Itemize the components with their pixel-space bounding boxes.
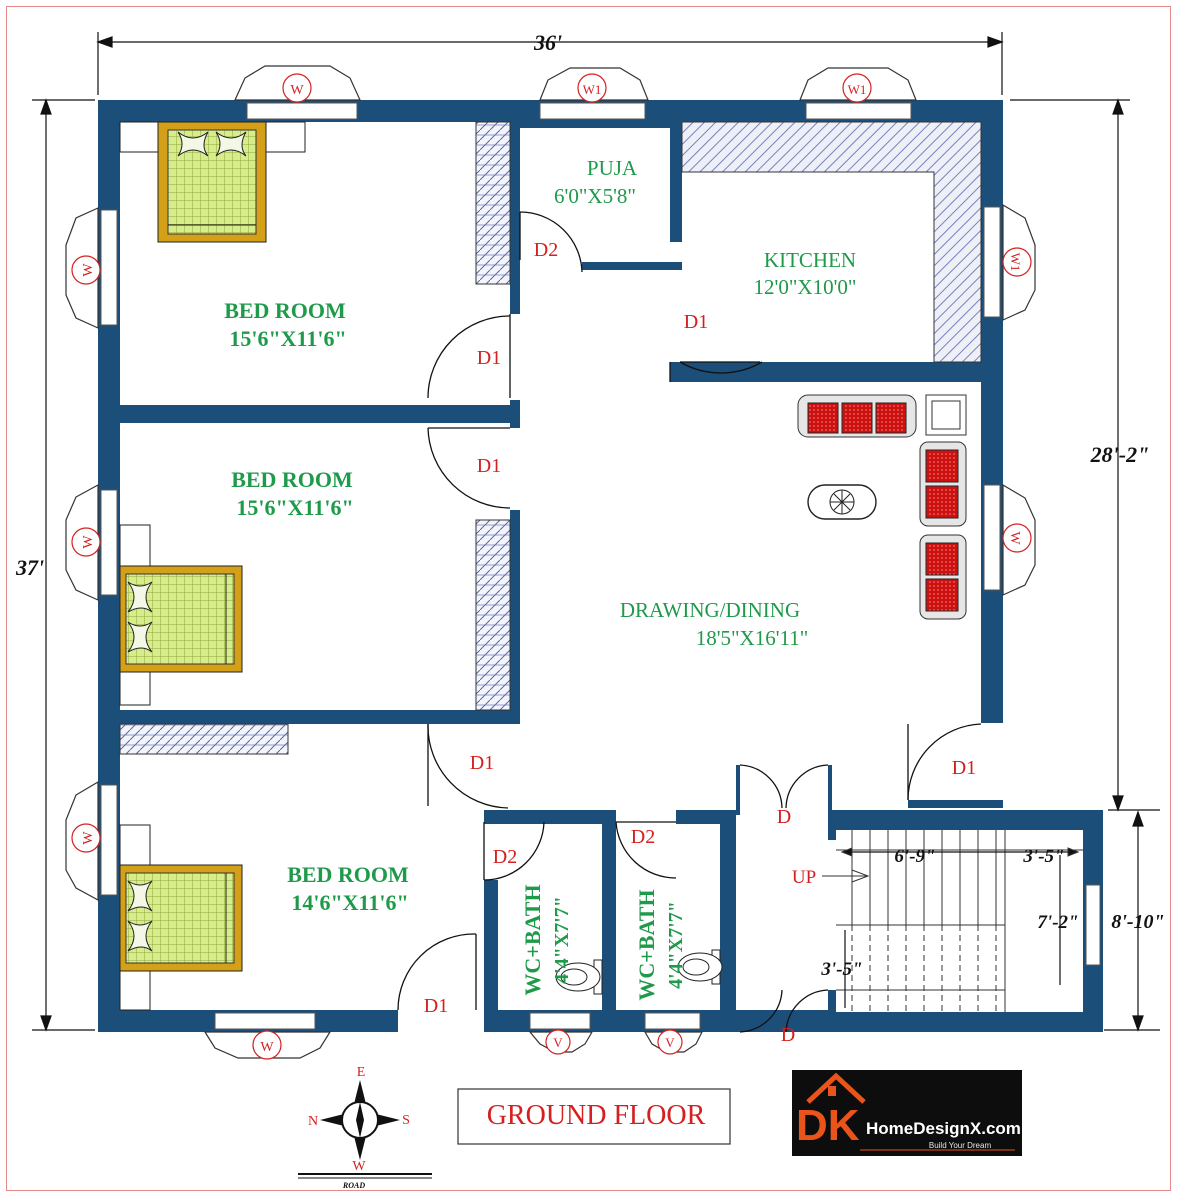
dim-width: 36' bbox=[533, 30, 562, 55]
room-size-kitchen: 12'0"X10'0" bbox=[754, 275, 857, 299]
window-label-w1: W1 bbox=[1008, 253, 1023, 272]
bed bbox=[119, 524, 243, 706]
room-size-bedroom-3: 14'6"X11'6" bbox=[291, 890, 408, 915]
dim-depth: 37' bbox=[15, 555, 44, 580]
door-label-d2: D2 bbox=[493, 846, 517, 868]
room-size-wc-1: 4'4"X7'7" bbox=[551, 896, 573, 984]
stair-up-label: UP bbox=[792, 867, 816, 888]
dim-right-lower: 8'-10" bbox=[1111, 911, 1164, 933]
room-name-bedroom-3: BED ROOM bbox=[287, 862, 409, 887]
room-name-bedroom-2: BED ROOM bbox=[231, 467, 353, 492]
room-name-bedroom-1: BED ROOM bbox=[224, 298, 346, 323]
window-label-w1: W1 bbox=[583, 82, 602, 97]
window-label-w1: W1 bbox=[848, 82, 867, 97]
sofa bbox=[919, 534, 967, 620]
door-label-d1: D1 bbox=[424, 995, 448, 1017]
dim-stair-lower: 3'-5" bbox=[820, 959, 862, 980]
door-label-d2: D2 bbox=[631, 826, 655, 848]
door-label-d1: D1 bbox=[952, 757, 976, 779]
room-size-bedroom-2: 15'6"X11'6" bbox=[236, 495, 353, 520]
room-size-wc-2: 4'4"X7'7" bbox=[665, 901, 687, 989]
window-label-v: V bbox=[553, 1035, 563, 1050]
door-swings bbox=[397, 211, 982, 1033]
bed bbox=[119, 824, 243, 1011]
kitchen-counter bbox=[681, 121, 982, 363]
door-label-d: D bbox=[781, 1024, 795, 1046]
title-box bbox=[457, 1088, 731, 1145]
dimension-lines bbox=[32, 32, 1160, 1032]
window-markers bbox=[71, 73, 1032, 1060]
window-label-w: W bbox=[1007, 531, 1022, 545]
toilet bbox=[555, 959, 603, 995]
window-label-w: W bbox=[290, 83, 304, 98]
brand-tagline: Build Your Dream bbox=[929, 1141, 992, 1150]
brand-logo bbox=[792, 1070, 1022, 1156]
windows bbox=[100, 102, 1101, 1030]
room-size-drawing: 18'5"X16'11" bbox=[696, 626, 809, 650]
brand-letters: DK bbox=[796, 1101, 860, 1150]
wardrobe bbox=[475, 519, 511, 711]
wardrobe bbox=[119, 723, 289, 755]
room-size-bedroom-1: 15'6"X11'6" bbox=[229, 326, 346, 351]
window-label-w: W bbox=[81, 263, 96, 277]
toilet bbox=[677, 949, 723, 985]
window-label-w: W bbox=[81, 831, 96, 845]
center-table bbox=[807, 484, 877, 520]
road-line bbox=[298, 1173, 432, 1179]
wardrobe bbox=[475, 121, 511, 285]
bed bbox=[119, 121, 306, 243]
brand-name: HomeDesignX.com bbox=[866, 1119, 1021, 1138]
dim-stair-width: 6'-9" bbox=[894, 846, 935, 867]
compass-icon bbox=[320, 1080, 400, 1160]
staircase bbox=[822, 830, 1083, 1012]
room-size-puja: 6'0"X5'8" bbox=[554, 184, 636, 208]
compass-north-label: N bbox=[308, 1114, 318, 1129]
dim-stair-run: 7'-2" bbox=[1037, 912, 1078, 933]
room-name-puja: PUJA bbox=[587, 156, 638, 180]
door-label-d1: D1 bbox=[477, 347, 501, 369]
sofa bbox=[797, 394, 917, 438]
door-label-d1: D1 bbox=[477, 455, 501, 477]
room-name-wc-1: WC+BATH bbox=[520, 884, 545, 995]
plan-title: GROUND FLOOR bbox=[487, 1100, 706, 1131]
door-label-d2: D2 bbox=[534, 239, 558, 261]
compass-east-label: E bbox=[357, 1065, 366, 1080]
room-name-kitchen: KITCHEN bbox=[764, 248, 856, 272]
compass-west-label: W bbox=[352, 1159, 366, 1174]
door-label-d1: D1 bbox=[470, 752, 494, 774]
window-label-v: V bbox=[665, 1035, 675, 1050]
dim-right-upper: 28'-2" bbox=[1090, 442, 1150, 467]
dim-stair-landing: 3'-5" bbox=[1022, 846, 1064, 867]
sofa bbox=[919, 441, 967, 527]
window-label-w: W bbox=[81, 535, 96, 549]
door-label-d: D bbox=[777, 806, 791, 828]
room-name-drawing: DRAWING/DINING bbox=[620, 598, 800, 622]
room-name-wc-2: WC+BATH bbox=[634, 889, 659, 1000]
compass-south-label: S bbox=[402, 1113, 410, 1128]
road-label: ROAD bbox=[342, 1181, 365, 1190]
window-label-w: W bbox=[260, 1040, 274, 1055]
door-label-d1: D1 bbox=[684, 311, 708, 333]
